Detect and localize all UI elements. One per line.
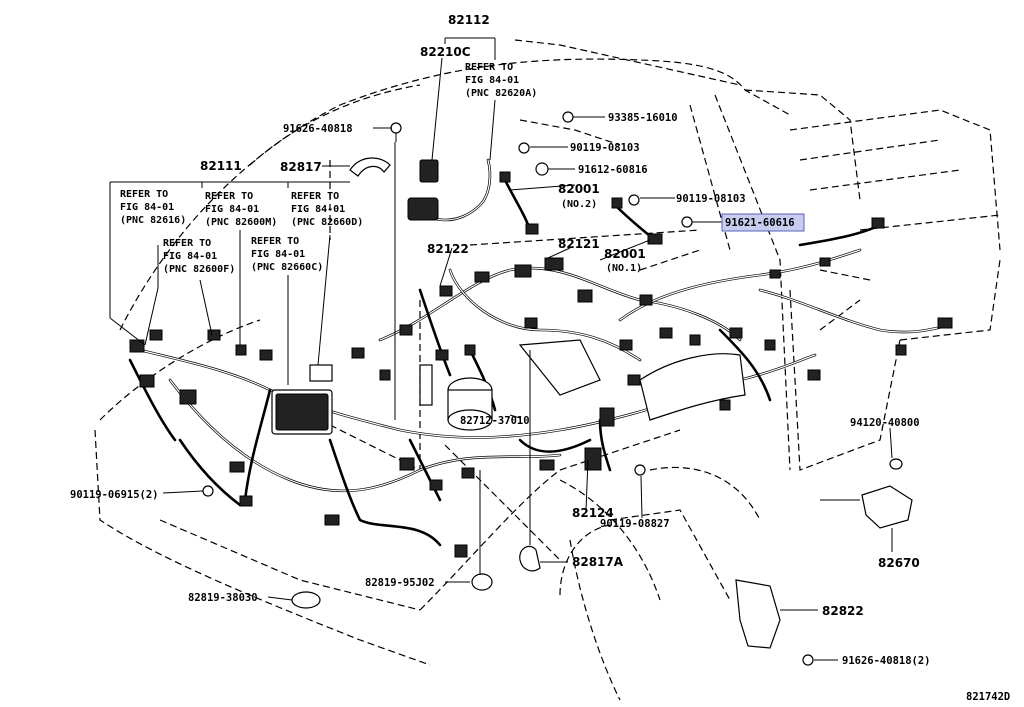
label-no2: (NO.2) <box>561 199 597 210</box>
ref-4-line2: FIG 84-01 <box>163 251 217 262</box>
ref-4-line1: REFER TO <box>163 238 211 249</box>
label-91626-40818-bottom: 91626-40818(2) <box>842 655 931 667</box>
ref-5-line3: (PNC 82660C) <box>251 262 323 273</box>
ref-3-line3: (PNC 82660D) <box>291 217 363 228</box>
label-82001-no1: 82001 <box>604 247 646 261</box>
label-91612-60816: 91612-60816 <box>578 164 648 176</box>
fasteners <box>202 111 913 666</box>
label-91621-60616: 91621-60616 <box>725 217 795 229</box>
ref-1-line1: REFER TO <box>120 189 168 200</box>
label-90119-08827: 90119-08827 <box>600 518 670 530</box>
label-82121: 82121 <box>558 237 600 251</box>
ref-a-line1: REFER TO <box>465 62 513 73</box>
label-82817: 82817 <box>280 160 322 174</box>
label-82122: 82122 <box>427 242 469 256</box>
ref-2-line3: (PNC 82600M) <box>205 217 277 228</box>
label-82112: 82112 <box>448 13 490 27</box>
ref-5-line2: FIG 84-01 <box>251 249 305 260</box>
ref-2-line1: REFER TO <box>205 191 253 202</box>
ref-3-line1: REFER TO <box>291 191 339 202</box>
label-90119-08103-b: 90119-08103 <box>676 193 746 205</box>
label-82670: 82670 <box>878 556 920 570</box>
label-93385-16010: 93385-16010 <box>608 112 678 124</box>
ref-a-line2: FIG 84-01 <box>465 75 519 86</box>
ref-1-line2: FIG 84-01 <box>120 202 174 213</box>
label-no1: (NO.1) <box>606 263 642 274</box>
label-82124: 82124 <box>572 506 614 520</box>
label-82210c: 82210C <box>420 45 471 59</box>
highlight-box <box>721 213 805 232</box>
ref-5-line1: REFER TO <box>251 236 299 247</box>
label-82819-95j02: 82819-95J02 <box>365 577 435 589</box>
harness-connectors <box>129 159 953 558</box>
label-82712-37010: 82712-37010 <box>460 415 530 427</box>
label-90119-06915: 90119-06915(2) <box>70 489 159 501</box>
label-91626-40818-top: 91626-40818 <box>283 123 353 135</box>
label-82817a: 82817A <box>572 555 624 569</box>
diagram-code: 821742D <box>966 691 1010 703</box>
engine-components <box>419 339 746 431</box>
label-82111: 82111 <box>200 159 242 173</box>
label-82819-38030: 82819-38030 <box>188 592 258 604</box>
ref-1-line3: (PNC 82616) <box>120 215 186 226</box>
leader-lines <box>109 37 893 661</box>
ref-a-line3: (PNC 82620A) <box>465 88 537 99</box>
label-90119-08103-a: 90119-08103 <box>570 142 640 154</box>
ref-2-line2: FIG 84-01 <box>205 204 259 215</box>
label-94120-40800: 94120-40800 <box>850 417 920 429</box>
ref-3-line2: FIG 84-01 <box>291 204 345 215</box>
label-82001-no2: 82001 <box>558 182 600 196</box>
part-labels: 82112 82210C REFER TO FIG 84-01 (PNC 826… <box>70 13 1010 703</box>
label-82822: 82822 <box>822 604 864 618</box>
ref-4-line3: (PNC 82600F) <box>163 264 235 275</box>
